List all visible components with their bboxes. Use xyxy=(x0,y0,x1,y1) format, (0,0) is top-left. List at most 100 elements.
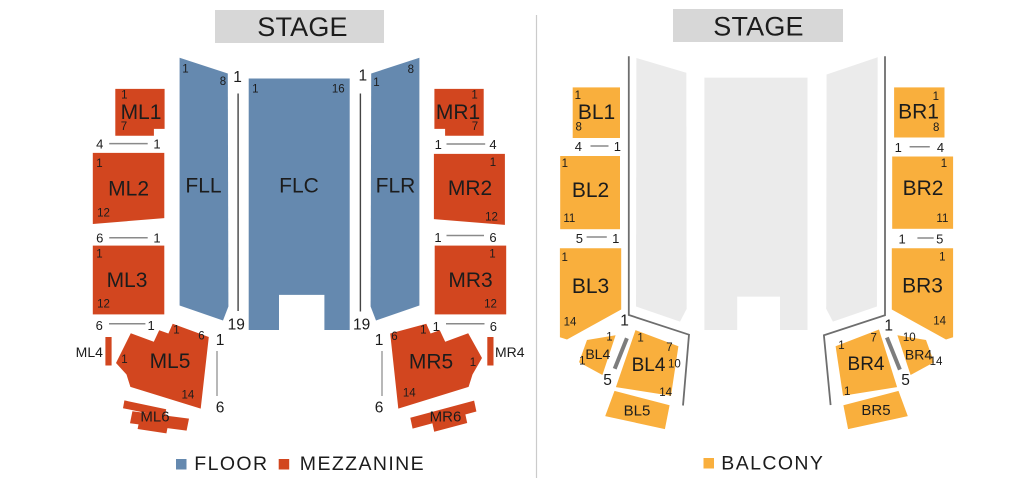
svg-text:FLR: FLR xyxy=(376,175,416,198)
svg-text:MR3: MR3 xyxy=(448,269,492,292)
svg-text:1: 1 xyxy=(470,357,476,369)
svg-text:BL3: BL3 xyxy=(572,275,609,298)
svg-text:1: 1 xyxy=(637,332,643,344)
svg-text:BL5: BL5 xyxy=(624,402,651,419)
svg-text:ML1: ML1 xyxy=(121,101,162,124)
svg-text:FLC: FLC xyxy=(279,175,319,198)
svg-text:1: 1 xyxy=(433,319,440,334)
svg-text:6: 6 xyxy=(96,318,103,333)
svg-text:BR5: BR5 xyxy=(861,402,890,419)
svg-text:1: 1 xyxy=(173,325,179,337)
svg-text:8: 8 xyxy=(220,76,226,88)
svg-text:1: 1 xyxy=(620,313,629,330)
svg-text:ML4: ML4 xyxy=(76,344,103,360)
svg-text:1: 1 xyxy=(373,77,379,89)
svg-text:1: 1 xyxy=(939,251,945,263)
svg-text:1: 1 xyxy=(895,140,902,155)
svg-text:7: 7 xyxy=(472,121,478,133)
svg-text:1: 1 xyxy=(562,158,568,170)
svg-text:1: 1 xyxy=(434,230,441,245)
svg-text:1: 1 xyxy=(153,137,160,152)
svg-text:19: 19 xyxy=(353,317,370,334)
svg-text:1: 1 xyxy=(933,91,939,103)
svg-text:6: 6 xyxy=(489,230,496,245)
svg-text:BR4: BR4 xyxy=(848,354,885,375)
svg-text:14: 14 xyxy=(930,356,943,368)
svg-text:FLL: FLL xyxy=(185,175,221,198)
svg-text:ML5: ML5 xyxy=(150,350,191,373)
svg-text:BL4: BL4 xyxy=(632,355,666,376)
svg-text:1: 1 xyxy=(898,232,905,247)
svg-text:1: 1 xyxy=(147,318,154,333)
svg-text:1: 1 xyxy=(884,318,893,335)
svg-text:BL1: BL1 xyxy=(578,101,615,124)
svg-text:BR2: BR2 xyxy=(903,177,944,200)
svg-text:19: 19 xyxy=(228,317,245,334)
svg-text:MR5: MR5 xyxy=(409,351,453,374)
svg-text:1: 1 xyxy=(216,332,225,349)
svg-text:12: 12 xyxy=(485,212,498,224)
svg-text:7: 7 xyxy=(870,332,876,344)
svg-text:ML2: ML2 xyxy=(108,178,149,201)
svg-text:1: 1 xyxy=(941,158,947,170)
svg-text:5: 5 xyxy=(603,372,612,389)
svg-text:6: 6 xyxy=(216,399,225,416)
svg-text:4: 4 xyxy=(489,137,496,152)
svg-text:1: 1 xyxy=(844,386,850,398)
svg-text:1: 1 xyxy=(233,69,242,86)
svg-text:14: 14 xyxy=(182,390,195,402)
svg-text:12: 12 xyxy=(97,299,110,311)
svg-text:7: 7 xyxy=(666,342,672,354)
svg-text:1: 1 xyxy=(420,324,426,336)
svg-text:1: 1 xyxy=(182,64,188,76)
svg-text:1: 1 xyxy=(252,84,258,96)
svg-text:BR1: BR1 xyxy=(898,101,939,124)
svg-text:MR2: MR2 xyxy=(448,177,492,200)
svg-text:1: 1 xyxy=(471,90,477,102)
svg-text:4: 4 xyxy=(575,139,582,154)
svg-text:1: 1 xyxy=(96,158,102,170)
svg-text:BALCONY: BALCONY xyxy=(721,452,824,474)
svg-text:STAGE: STAGE xyxy=(713,11,804,41)
svg-text:5: 5 xyxy=(576,231,583,246)
svg-text:STAGE: STAGE xyxy=(257,12,348,42)
svg-text:MR1: MR1 xyxy=(436,101,480,124)
svg-text:14: 14 xyxy=(933,315,946,327)
svg-text:1: 1 xyxy=(358,68,367,85)
svg-text:1: 1 xyxy=(575,90,581,102)
svg-text:16: 16 xyxy=(332,84,345,96)
svg-text:10: 10 xyxy=(903,332,916,344)
svg-text:6: 6 xyxy=(391,331,397,343)
svg-text:1: 1 xyxy=(121,354,127,366)
svg-text:5: 5 xyxy=(901,372,910,389)
svg-text:BL2: BL2 xyxy=(572,179,609,202)
svg-text:1: 1 xyxy=(375,332,384,349)
svg-text:1: 1 xyxy=(614,139,621,154)
svg-text:MR4: MR4 xyxy=(495,344,525,360)
svg-text:14: 14 xyxy=(403,388,416,400)
svg-text:1: 1 xyxy=(96,248,102,260)
svg-text:12: 12 xyxy=(97,208,110,220)
svg-text:7: 7 xyxy=(121,121,127,133)
svg-text:1: 1 xyxy=(606,332,612,344)
svg-text:6: 6 xyxy=(96,231,103,246)
svg-text:8: 8 xyxy=(408,64,414,76)
svg-text:FLOOR: FLOOR xyxy=(194,453,268,475)
svg-text:4: 4 xyxy=(96,137,103,152)
svg-text:MR6: MR6 xyxy=(430,409,462,426)
svg-text:1: 1 xyxy=(489,248,495,260)
svg-text:1: 1 xyxy=(579,356,585,368)
svg-text:4: 4 xyxy=(937,140,944,155)
svg-text:BL4: BL4 xyxy=(585,346,610,362)
svg-text:BR4: BR4 xyxy=(905,347,932,363)
svg-text:14: 14 xyxy=(659,387,672,399)
svg-text:6: 6 xyxy=(375,399,384,416)
svg-text:11: 11 xyxy=(936,213,948,225)
svg-text:11: 11 xyxy=(563,213,575,225)
svg-text:1: 1 xyxy=(838,340,844,352)
svg-text:BR3: BR3 xyxy=(902,275,943,298)
svg-text:12: 12 xyxy=(484,299,497,311)
svg-text:1: 1 xyxy=(612,231,619,246)
svg-text:1: 1 xyxy=(121,90,127,102)
svg-text:1: 1 xyxy=(490,157,496,169)
